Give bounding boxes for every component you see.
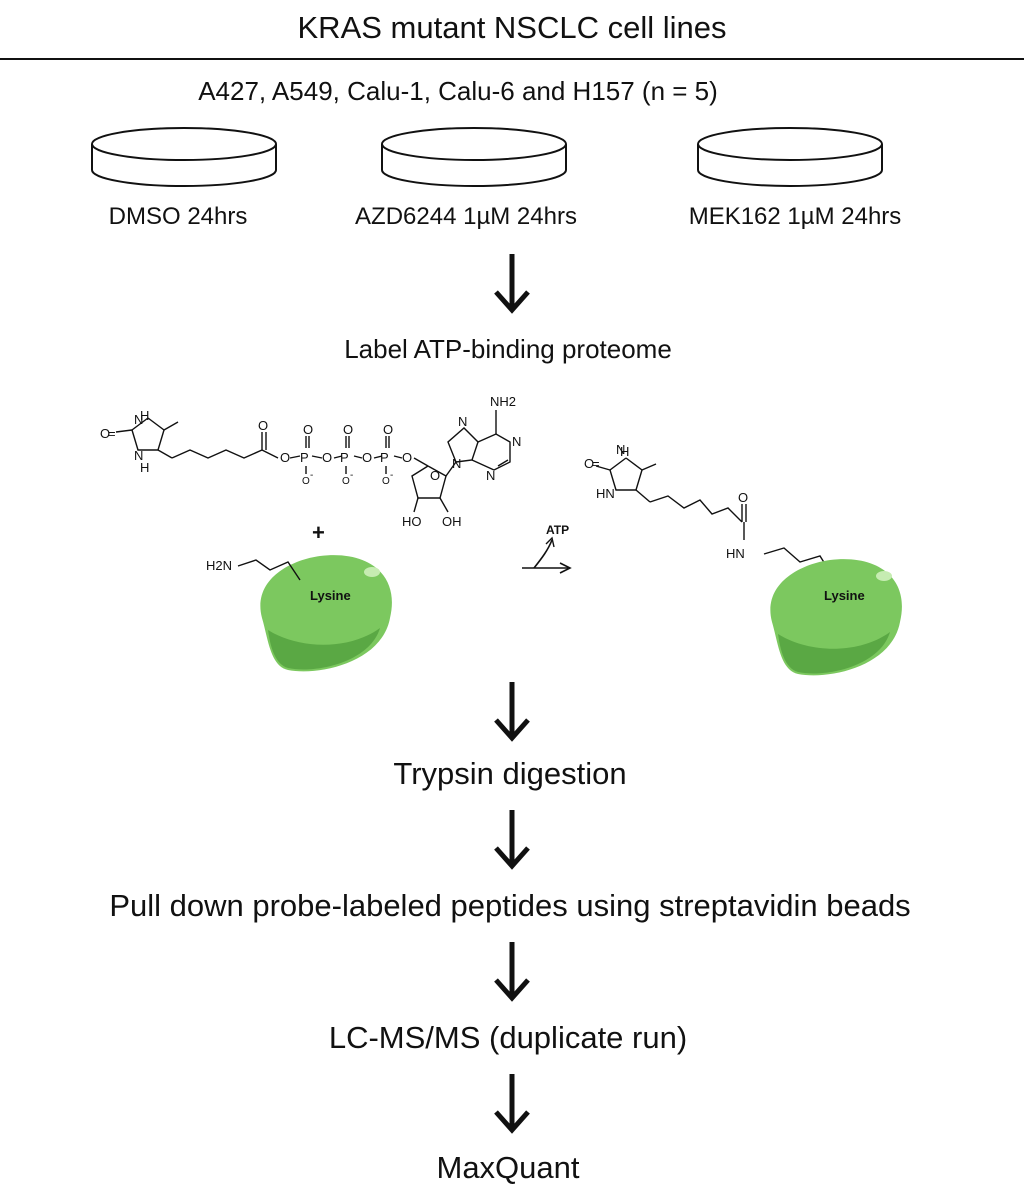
- lysine-label-right: Lysine: [824, 588, 865, 603]
- svg-text:O: O: [738, 490, 748, 505]
- petri-dish-icon: [381, 127, 567, 187]
- down-arrow-icon: [494, 810, 530, 870]
- petri-dish-icon: [697, 127, 883, 187]
- protein-blob-icon: [770, 559, 902, 676]
- svg-text:O: O: [362, 450, 372, 465]
- down-arrow-icon: [494, 942, 530, 1002]
- svg-text:N: N: [134, 412, 143, 427]
- svg-text:-: -: [350, 470, 353, 481]
- svg-text:=: =: [592, 456, 600, 471]
- svg-text:N: N: [486, 468, 495, 483]
- hn-ring-label: HN: [596, 486, 615, 501]
- step-trypsin: Trypsin digestion: [393, 756, 627, 791]
- svg-text:O: O: [584, 456, 594, 471]
- cell-lines-text: A427, A549, Calu-1, Calu-6 and H157 (n =…: [198, 76, 718, 106]
- chem-nh2: NH2: [490, 394, 516, 409]
- svg-text:N: N: [452, 456, 461, 471]
- step-pulldown: Pull down probe-labeled peptides using s…: [109, 888, 911, 923]
- down-arrow-icon: [494, 682, 530, 742]
- svg-text:O: O: [430, 468, 440, 483]
- dish-label-mek162: MEK162 1µM 24hrs: [688, 203, 902, 230]
- dish-label-dmso: DMSO 24hrs: [108, 203, 248, 230]
- svg-text:P: P: [340, 450, 349, 465]
- svg-text:O: O: [342, 476, 350, 487]
- diagram-title: KRAS mutant NSCLC cell lines: [297, 10, 727, 45]
- svg-text:P: P: [300, 450, 309, 465]
- svg-text:O: O: [322, 450, 332, 465]
- svg-text:O: O: [303, 422, 313, 437]
- amine-label: H2N: [206, 558, 232, 573]
- svg-text:O: O: [258, 418, 268, 433]
- chem-nh-top: H: [140, 408, 149, 423]
- svg-text:O: O: [302, 476, 310, 487]
- svg-text:N: N: [616, 442, 625, 457]
- svg-text:=: =: [108, 426, 116, 441]
- title-divider: [0, 58, 1024, 60]
- protein-blob-icon: [260, 555, 392, 672]
- chem-ho: HO: [402, 514, 422, 529]
- reaction-arrow-icon: [522, 536, 572, 574]
- dish-label-azd6244: AZD6244 1µM 24hrs: [355, 203, 577, 230]
- step-maxquant: MaxQuant: [436, 1150, 580, 1185]
- petri-dish-icon: [91, 127, 277, 187]
- step-lcms: LC-MS/MS (duplicate run): [328, 1020, 688, 1055]
- svg-text:O: O: [402, 450, 412, 465]
- down-arrow-icon: [494, 254, 530, 314]
- svg-text:H: H: [140, 460, 149, 475]
- plus-sign: +: [312, 520, 325, 545]
- svg-text:O: O: [382, 476, 390, 487]
- amide-label: HN: [726, 546, 745, 561]
- reaction-scheme: H N O = N H O O P O O- O P O O- O P O O-…: [100, 394, 902, 676]
- step-label-proteome: Label ATP-binding proteome: [344, 334, 672, 364]
- svg-text:-: -: [310, 470, 313, 481]
- svg-text:O: O: [383, 422, 393, 437]
- svg-text:H: H: [620, 444, 629, 459]
- svg-text:O: O: [343, 422, 353, 437]
- svg-text:N: N: [458, 414, 467, 429]
- chem-oh: OH: [442, 514, 462, 529]
- svg-text:O: O: [280, 450, 290, 465]
- svg-text:N: N: [512, 434, 521, 449]
- svg-text:-: -: [390, 470, 393, 481]
- lysine-label-left: Lysine: [310, 588, 351, 603]
- down-arrow-icon: [494, 1074, 530, 1134]
- svg-text:N: N: [134, 448, 143, 463]
- svg-text:P: P: [380, 450, 389, 465]
- svg-text:O: O: [100, 426, 110, 441]
- atp-label: ATP: [546, 523, 569, 537]
